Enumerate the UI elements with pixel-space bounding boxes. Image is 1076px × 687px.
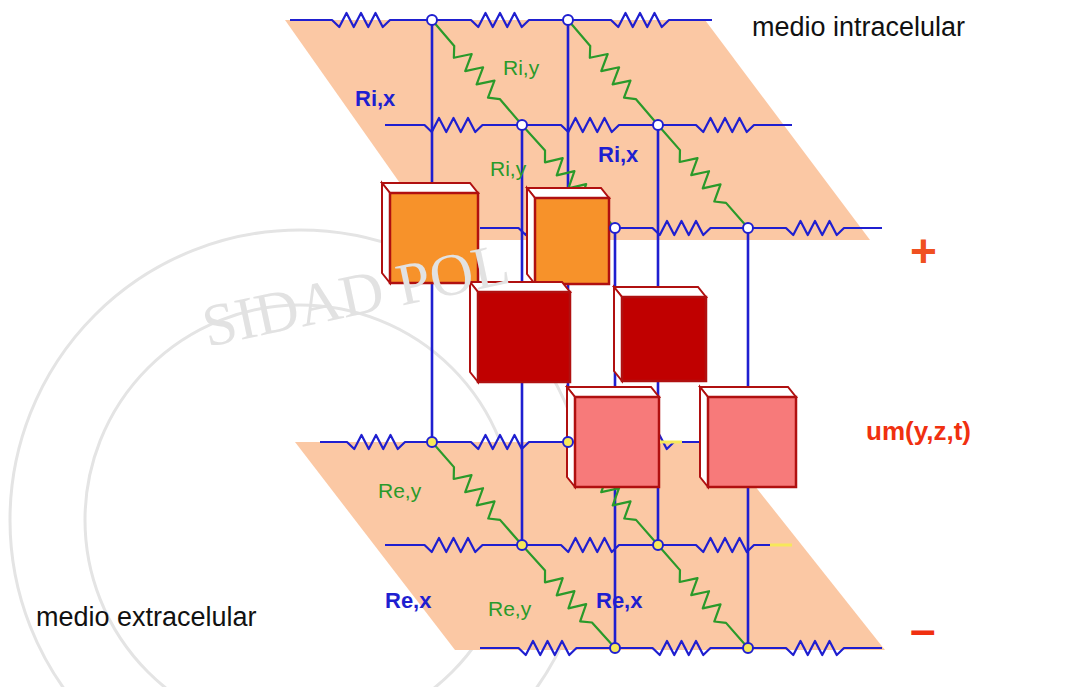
resistance-label: Re,x	[385, 590, 431, 612]
node-dot	[517, 120, 527, 130]
polarity-sign: +	[910, 228, 937, 274]
resistance-label: Ri,y	[503, 57, 539, 78]
resistor-symbol	[320, 435, 432, 449]
resistor-symbol	[658, 538, 792, 552]
resistor-symbol	[432, 13, 568, 27]
resistor-symbol	[658, 125, 748, 228]
resistance-label: Re,y	[378, 480, 421, 501]
membrane-cube-top	[614, 287, 706, 297]
resistor-symbol	[480, 641, 615, 655]
resistor-symbol	[615, 641, 748, 655]
resistor-symbol	[432, 435, 568, 449]
node-dot	[427, 437, 437, 447]
watermark: SIDAD POL	[197, 233, 514, 356]
resistance-label: Re,x	[596, 590, 642, 612]
resistance-label: Ri,y	[490, 158, 526, 179]
resistor-symbol	[385, 538, 522, 552]
node-dot	[427, 15, 437, 25]
wire-stub	[770, 544, 792, 547]
resistor-symbol	[658, 545, 748, 648]
resistance-label: Re,y	[488, 598, 531, 619]
wire-stub	[660, 441, 682, 444]
polarity-sign: –	[910, 606, 936, 652]
node-dot	[653, 540, 663, 550]
node-dot	[563, 15, 573, 25]
membrane-element	[575, 397, 659, 487]
membrane-element	[622, 297, 706, 381]
resistor-symbol	[568, 13, 712, 27]
node-dot	[653, 120, 663, 130]
resistor-symbol	[658, 118, 792, 132]
resistor-symbol	[615, 221, 748, 235]
medium-label: medio intracelular	[752, 14, 965, 41]
node-dot	[743, 223, 753, 233]
resistor-symbol	[568, 20, 658, 125]
node-dot	[517, 540, 527, 550]
node-dot	[610, 223, 620, 233]
potential-label: um(y,z,t)	[866, 418, 971, 444]
resistance-label: Ri,x	[598, 144, 638, 166]
resistor-symbol	[385, 118, 522, 132]
membrane-element	[708, 397, 796, 487]
node-dot	[743, 643, 753, 653]
membrane-cube-top	[700, 387, 796, 397]
membrane-cube-top	[382, 183, 478, 193]
medium-label: medio extracelular	[36, 604, 257, 631]
resistor-symbol	[432, 442, 522, 545]
membrane-element	[478, 292, 570, 382]
resistor-symbol	[522, 118, 658, 132]
membrane-cube-top	[567, 387, 659, 397]
resistor-symbol	[748, 221, 882, 235]
node-dot	[563, 437, 573, 447]
node-dot	[610, 643, 620, 653]
resistance-label: Ri,x	[355, 88, 395, 110]
resistor-symbol	[522, 538, 658, 552]
resistor-symbol	[290, 13, 432, 27]
resistor-symbol	[748, 641, 882, 655]
membrane-cube-top	[527, 188, 609, 198]
membrane-element	[535, 198, 609, 284]
